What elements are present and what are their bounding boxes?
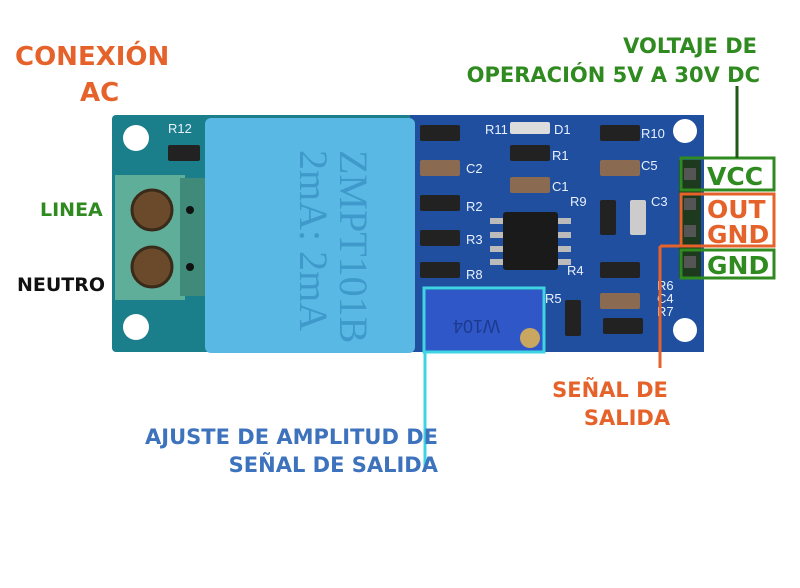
pin-out-gnd-label: OUT GND: [679, 192, 776, 249]
output-signal-label: SEÑAL DE: [552, 377, 668, 402]
silkscreen-text: VCC: [707, 162, 763, 191]
potentiometer[interactable]: W104: [422, 286, 546, 354]
board-shape: [490, 246, 503, 252]
silkscreen-text: R3: [466, 232, 483, 247]
board-shape: [684, 168, 696, 180]
silkscreen-text: GND: [707, 220, 769, 249]
board-shape: [490, 218, 503, 224]
board-shape: [420, 125, 460, 141]
silkscreen-text: R2: [466, 199, 483, 214]
supply-voltage-range: OPERACIÓN 5V A 30V DC: [467, 62, 760, 87]
smd-components: [168, 122, 646, 336]
board-shape: [558, 218, 571, 224]
mounting-hole: [123, 314, 149, 340]
board-shape: [420, 195, 460, 211]
connection-title: CONEXIÓN: [15, 40, 169, 72]
board-shape: [186, 263, 194, 271]
silkscreen-text: R1: [552, 148, 569, 163]
board-shape: [684, 256, 696, 268]
silkscreen-text: C3: [651, 194, 668, 209]
ic-chip: [490, 212, 571, 270]
silkscreen-text: R12: [168, 121, 192, 136]
adjust-highlight-box: [422, 286, 546, 354]
neutral-label: NEUTRO: [17, 274, 105, 296]
board-shape: [558, 259, 571, 265]
pin-gnd-label: GND: [679, 248, 776, 280]
screw-line: [130, 188, 174, 232]
silkscreen-text: C5: [641, 158, 658, 173]
screw-neutral: [130, 245, 174, 289]
board-shape: [684, 225, 696, 237]
board-shape: [510, 145, 550, 161]
board-shape: [558, 232, 571, 238]
silkscreen-text: R11: [485, 122, 508, 137]
board-shape: [510, 122, 550, 134]
board-shape: [679, 192, 776, 248]
silkscreen-text: OUT: [707, 195, 766, 224]
board-shape: [600, 262, 640, 278]
terminal-block[interactable]: [115, 175, 205, 300]
board-shape: [679, 248, 776, 280]
board-shape: [420, 230, 460, 246]
board-shape: [600, 293, 640, 309]
board-shape: [503, 212, 558, 270]
silkscreen-text: ZMPT101B: [331, 150, 376, 343]
board-shape: [186, 206, 194, 214]
silkscreen-text: R10: [641, 126, 665, 141]
board-shape: [603, 318, 643, 334]
silkscreen-text: C1: [552, 179, 569, 194]
board-shape: [490, 218, 571, 265]
board-shape: [490, 232, 503, 238]
mounting-hole: [123, 125, 149, 151]
silkscreen-text: R9: [570, 194, 587, 209]
board-shape: [600, 200, 616, 235]
board-shape: [180, 178, 205, 296]
connection-title-ac: AC: [80, 78, 119, 108]
board-shape: [600, 160, 640, 176]
board-shape: [630, 200, 646, 235]
board-shape: [679, 156, 776, 192]
trim-screw: [520, 328, 540, 348]
board-shape: [420, 262, 460, 278]
silkscreen-text: R8: [466, 267, 483, 282]
amplitude-adjust-label: AJUSTE DE AMPLITUD DE: [145, 425, 438, 449]
board-shape: [420, 160, 460, 176]
board-shape: [684, 198, 696, 210]
mounting-hole: [673, 119, 697, 143]
transformer: ZMPT101B 2mA: 2mA: [205, 118, 415, 353]
silkscreen-text: 2mA: 2mA: [291, 150, 336, 331]
silkscreen-text: C2: [466, 161, 483, 176]
board-shape: [205, 118, 415, 353]
amplitude-adjust-label-2: SEÑAL DE SALIDA: [229, 452, 439, 477]
silkscreen-text: GND: [707, 251, 769, 280]
mounting-hole: [673, 318, 697, 342]
silkscreen-text: R5: [545, 291, 562, 306]
pin-vcc-label: VCC: [679, 156, 776, 192]
board-shape: [490, 259, 503, 265]
board-shape: [510, 177, 550, 193]
board-shape: [565, 300, 581, 336]
line-label: LINEA: [40, 199, 103, 221]
board-shape: [600, 125, 640, 141]
silkscreen-text: W104: [453, 316, 500, 336]
output-signal-label-2: SALIDA: [584, 406, 671, 430]
board-shape: [168, 145, 200, 161]
supply-voltage-label: VOLTAJE DE: [623, 34, 757, 58]
board-shape: [558, 246, 571, 252]
silkscreen-text: R4: [567, 263, 584, 278]
silkscreen-text: D1: [554, 122, 571, 137]
